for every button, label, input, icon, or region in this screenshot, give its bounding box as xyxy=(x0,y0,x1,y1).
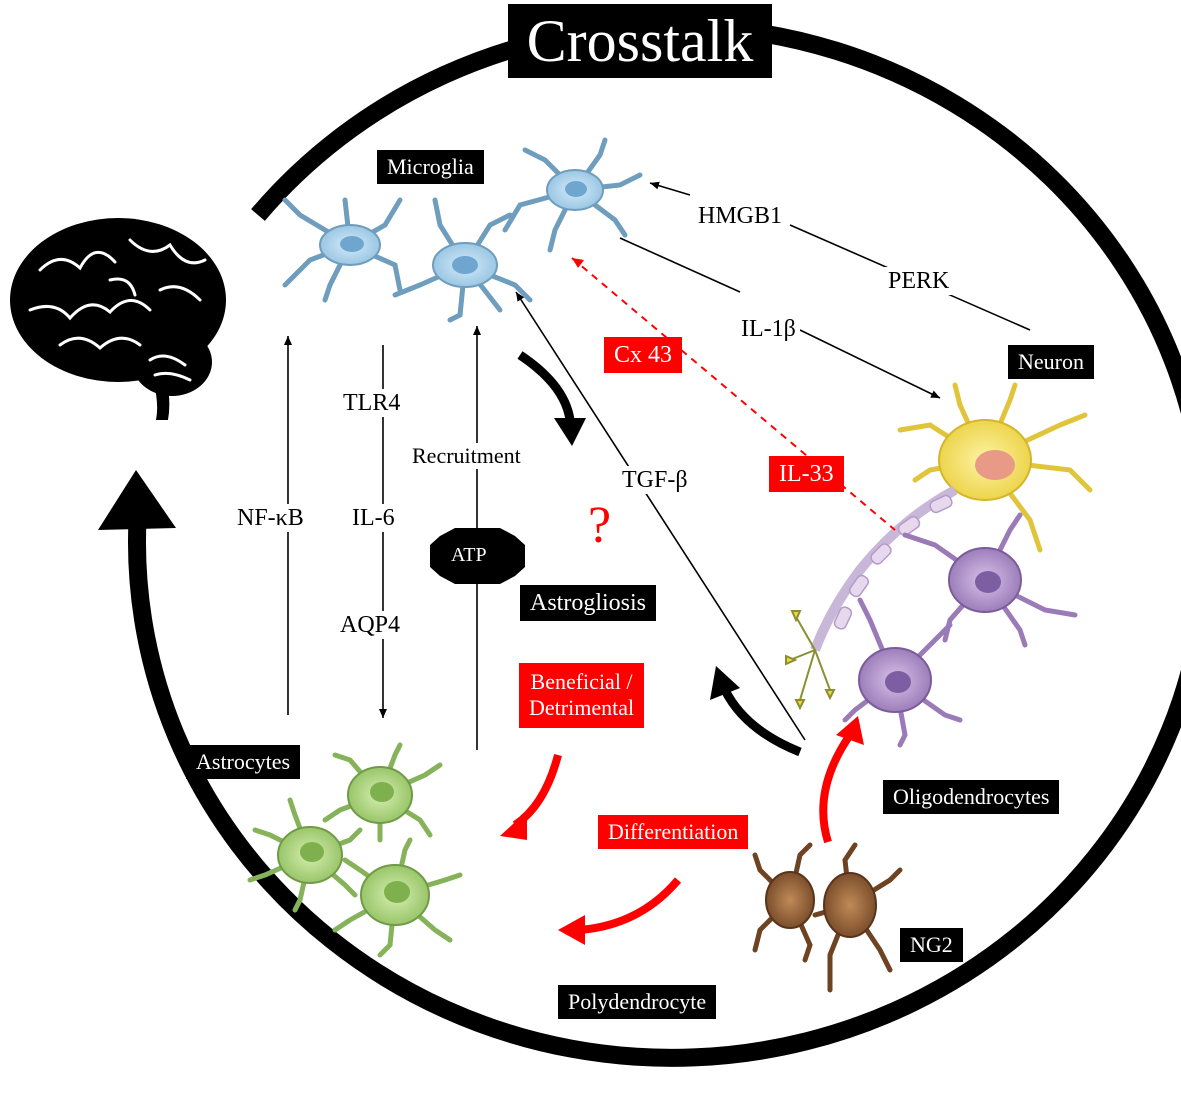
oligodendrocyte-cell-1 xyxy=(902,512,1078,648)
microglia-cell-1 xyxy=(282,197,403,303)
beneficial-curve xyxy=(512,753,562,829)
ng2-cell-2 xyxy=(812,842,903,993)
ng2-cell-1 xyxy=(752,842,815,963)
ng2-oligodendrocyte-curve xyxy=(819,732,854,844)
hmgb1-arrow xyxy=(649,181,691,196)
beneficial-detrimental-label: Beneficial / Detrimental xyxy=(519,663,645,728)
nfkb-label: NF-κB xyxy=(233,504,308,532)
differentiation-curve xyxy=(579,877,682,934)
tlr4-label: TLR4 xyxy=(339,389,405,417)
microglia-astrogliosis-curve xyxy=(517,351,575,421)
microglia-cell-2 xyxy=(392,197,533,323)
il1b-label: IL-1β xyxy=(737,315,800,343)
atp-badge-shape xyxy=(430,528,525,584)
cx43-label: Cx 43 xyxy=(604,337,683,373)
tgfb-arrow xyxy=(515,291,806,741)
tgfb-label: TGF-β xyxy=(618,466,692,494)
beneficial-line: Beneficial / xyxy=(530,669,633,694)
oligodendrocyte-astrogliosis-curve xyxy=(720,687,802,757)
recruitment-label: Recruitment xyxy=(408,443,525,469)
aqp4-label: AQP4 xyxy=(336,611,405,639)
neuron-label: Neuron xyxy=(1008,345,1094,379)
neuron-cell xyxy=(785,382,1093,711)
microglia-cell-3 xyxy=(502,137,643,253)
il6-label: IL-6 xyxy=(348,504,399,532)
hmgb1-label: HMGB1 xyxy=(694,202,787,230)
atp-label: ATP xyxy=(451,544,487,566)
astrocyte-cell-3 xyxy=(332,837,463,958)
microglia-neuron-line xyxy=(619,237,741,293)
polydendrocyte-label: Polydendrocyte xyxy=(558,985,717,1019)
crosstalk-cycle-arrowhead xyxy=(98,470,176,530)
microglia-label: Microglia xyxy=(377,150,484,184)
il33-label: IL-33 xyxy=(769,456,844,492)
astrocyte-cell-2 xyxy=(247,797,363,913)
astrocytes-label: Astrocytes xyxy=(186,745,301,779)
perk-label: PERK xyxy=(884,267,954,295)
astrogliosis-label: Astrogliosis xyxy=(520,585,657,621)
differentiation-label: Differentiation xyxy=(598,815,749,849)
brain-icon xyxy=(10,218,226,420)
il1b-arrow xyxy=(799,329,941,399)
unknown-mechanism-question-mark: ? xyxy=(588,497,612,554)
oligodendrocytes-label: Oligodendrocytes xyxy=(883,780,1060,814)
ng2-label: NG2 xyxy=(900,928,963,962)
astrocyte-cell-1 xyxy=(322,742,443,843)
crosstalk-title: Crosstalk xyxy=(508,4,772,78)
oligodendrocyte-cell-2 xyxy=(842,597,963,748)
detrimental-line: Detrimental xyxy=(529,695,635,721)
